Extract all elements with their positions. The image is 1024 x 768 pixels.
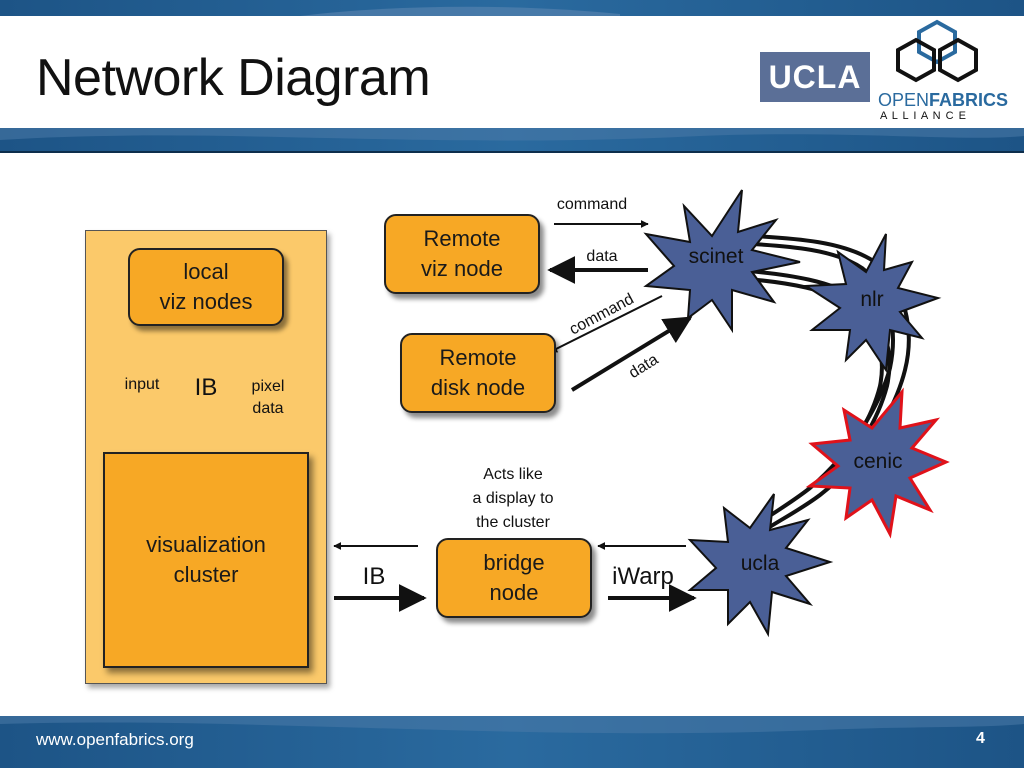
cenic-label: cenic xyxy=(853,450,903,473)
remote-viz-node-box: Remote viz node xyxy=(384,214,540,294)
scinet-label: scinet xyxy=(688,245,744,268)
ib-vertical-label: IB xyxy=(194,374,218,401)
ucla-star-label: ucla xyxy=(740,552,780,575)
openfabrics-logo-open: OPEN xyxy=(878,90,930,110)
openfabrics-logo-alliance: A L L I A N C E xyxy=(880,110,967,122)
visualization-cluster-box: visualization cluster xyxy=(103,452,309,668)
data-label-top: data xyxy=(586,248,618,265)
input-label: input xyxy=(124,376,160,393)
ucla-star-icon xyxy=(687,493,834,638)
data-arrow-diag xyxy=(570,316,693,392)
command-arrow-diag xyxy=(549,295,663,353)
cenic-star-icon xyxy=(805,387,950,539)
header-top-swoosh xyxy=(300,6,620,16)
command-label-top: command xyxy=(556,196,628,213)
nlr-label: nlr xyxy=(860,288,884,311)
header-bottom-swoosh xyxy=(0,128,1024,141)
bridge-node-box: bridge node xyxy=(436,538,592,618)
local-viz-nodes-box: local viz nodes xyxy=(128,248,284,326)
page-title: Network Diagram xyxy=(36,49,431,107)
acts-like-display-label: Acts like a display to the cluster xyxy=(472,466,554,531)
ucla-logo: UCLA xyxy=(760,52,870,102)
ib-horizontal-label: IB xyxy=(362,563,386,590)
nlr-star-icon xyxy=(802,233,942,373)
scinet-star-icon xyxy=(643,189,801,334)
pixel-data-label: pixel data xyxy=(251,378,285,417)
openfabrics-logo-fabrics: FABRICS xyxy=(929,90,1009,110)
remote-disk-node-box: Remote disk node xyxy=(400,333,556,413)
footer-swoosh xyxy=(0,716,1024,734)
openfabrics-logo: OPENFABRICS xyxy=(878,90,1008,111)
footer-url: www.openfabrics.org xyxy=(36,730,194,749)
openfabrics-hexagons-icon xyxy=(896,19,978,83)
page-number: 4 xyxy=(976,730,985,747)
iwarp-label: iWarp xyxy=(612,563,674,590)
